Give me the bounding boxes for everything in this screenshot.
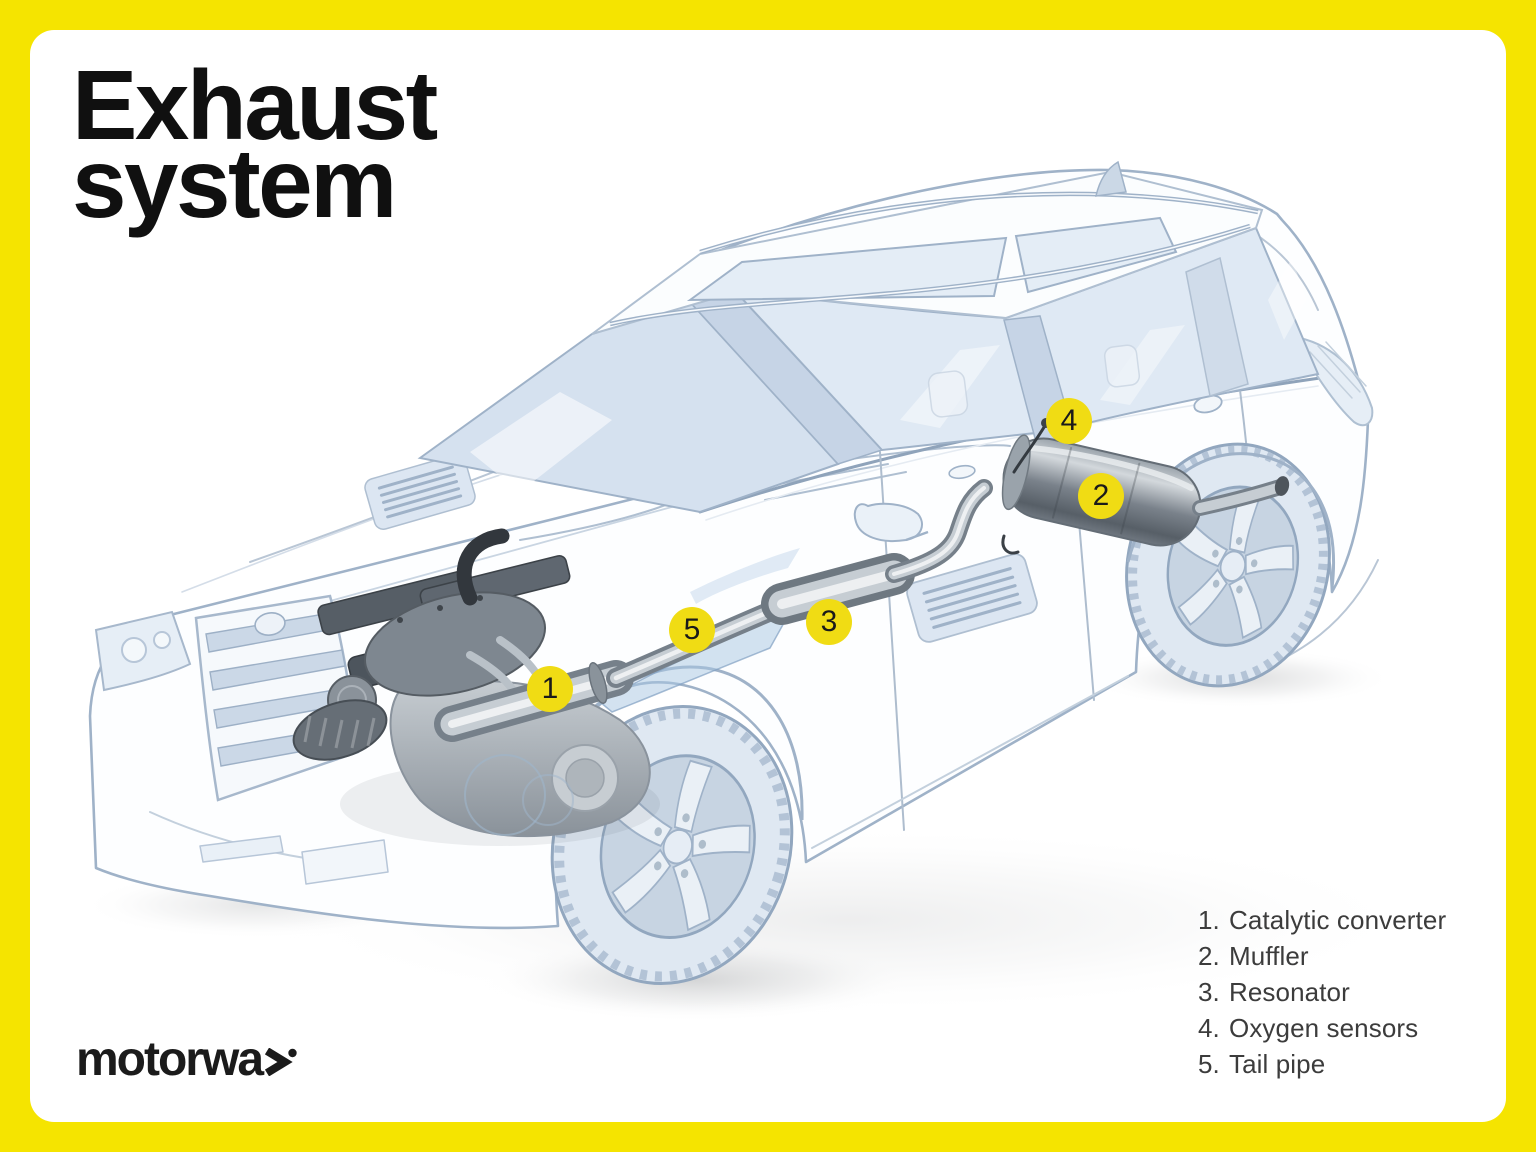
legend-number: 5. (1198, 1049, 1220, 1079)
legend-item: 5. Tail pipe (1198, 1046, 1446, 1082)
headlight-ghost (598, 548, 800, 713)
license-plate-area (301, 839, 389, 885)
page-title: Exhaust system (72, 50, 438, 239)
roof (591, 160, 1264, 335)
oxygen-sensor-wire (1012, 422, 1048, 474)
legend-label: Resonator (1229, 977, 1350, 1007)
marker-tail-pipe[interactable]: 5 (669, 607, 715, 653)
tailpipe (1192, 476, 1290, 516)
marker-oxygen-sensors[interactable]: 4 (1046, 398, 1092, 444)
door-handle-front (948, 464, 976, 480)
hood-vent-left (364, 454, 476, 530)
legend-label: Oxygen sensors (1229, 1013, 1419, 1043)
sunroof-front (686, 236, 1008, 302)
marker-number: 3 (820, 605, 838, 638)
legend-number: 1. (1198, 905, 1220, 935)
hood-vent-right (906, 553, 1038, 643)
motorway-logo: motorwa (76, 1032, 298, 1087)
marker-number: 2 (1092, 479, 1110, 512)
marker-number: 5 (683, 613, 701, 646)
antenna-fin (1095, 160, 1127, 197)
fog-slot (199, 835, 284, 863)
marker-number: 1 (541, 672, 559, 705)
legend-item: 1. Catalytic converter (1198, 902, 1446, 938)
taillight (1299, 337, 1374, 427)
glass-and-pillars (417, 226, 1320, 542)
over-axle-pipe (885, 479, 993, 583)
legend-item: 3. Resonator (1198, 974, 1446, 1010)
title-line-1: Exhaust (72, 50, 438, 160)
marker-catalytic-converter[interactable]: 1 (527, 666, 573, 712)
legend-label: Tail pipe (1229, 1049, 1326, 1079)
engine-hose (456, 528, 510, 606)
legend-number: 3. (1198, 977, 1220, 1007)
parts-legend: 1. Catalytic converter 2. Muffler 3. Res… (1198, 902, 1446, 1082)
marker-resonator[interactable]: 3 (806, 599, 852, 645)
legend-label: Muffler (1229, 941, 1309, 971)
legend-item: 4. Oxygen sensors (1198, 1010, 1446, 1046)
content-panel: Exhaust system 1 2 3 4 5 1. Catalytic co… (30, 30, 1506, 1122)
seat-ghosts (927, 344, 1141, 418)
air-filter (292, 699, 388, 761)
resonator (761, 553, 915, 625)
logo-wordmark: motorwa (76, 1033, 264, 1086)
exhaust-hanger (1001, 534, 1020, 555)
legend-number: 2. (1198, 941, 1220, 971)
title-line-2: system (72, 128, 397, 239)
c-pillar (1185, 256, 1249, 397)
grille-badge (254, 612, 286, 636)
legend-label: Catalytic converter (1229, 905, 1447, 935)
logo-y-chevron-icon (264, 1048, 297, 1076)
legend-item: 2. Muffler (1198, 938, 1446, 974)
legend-number: 4. (1198, 1013, 1220, 1043)
marker-number: 4 (1060, 404, 1078, 437)
marker-muffler[interactable]: 2 (1078, 473, 1124, 519)
